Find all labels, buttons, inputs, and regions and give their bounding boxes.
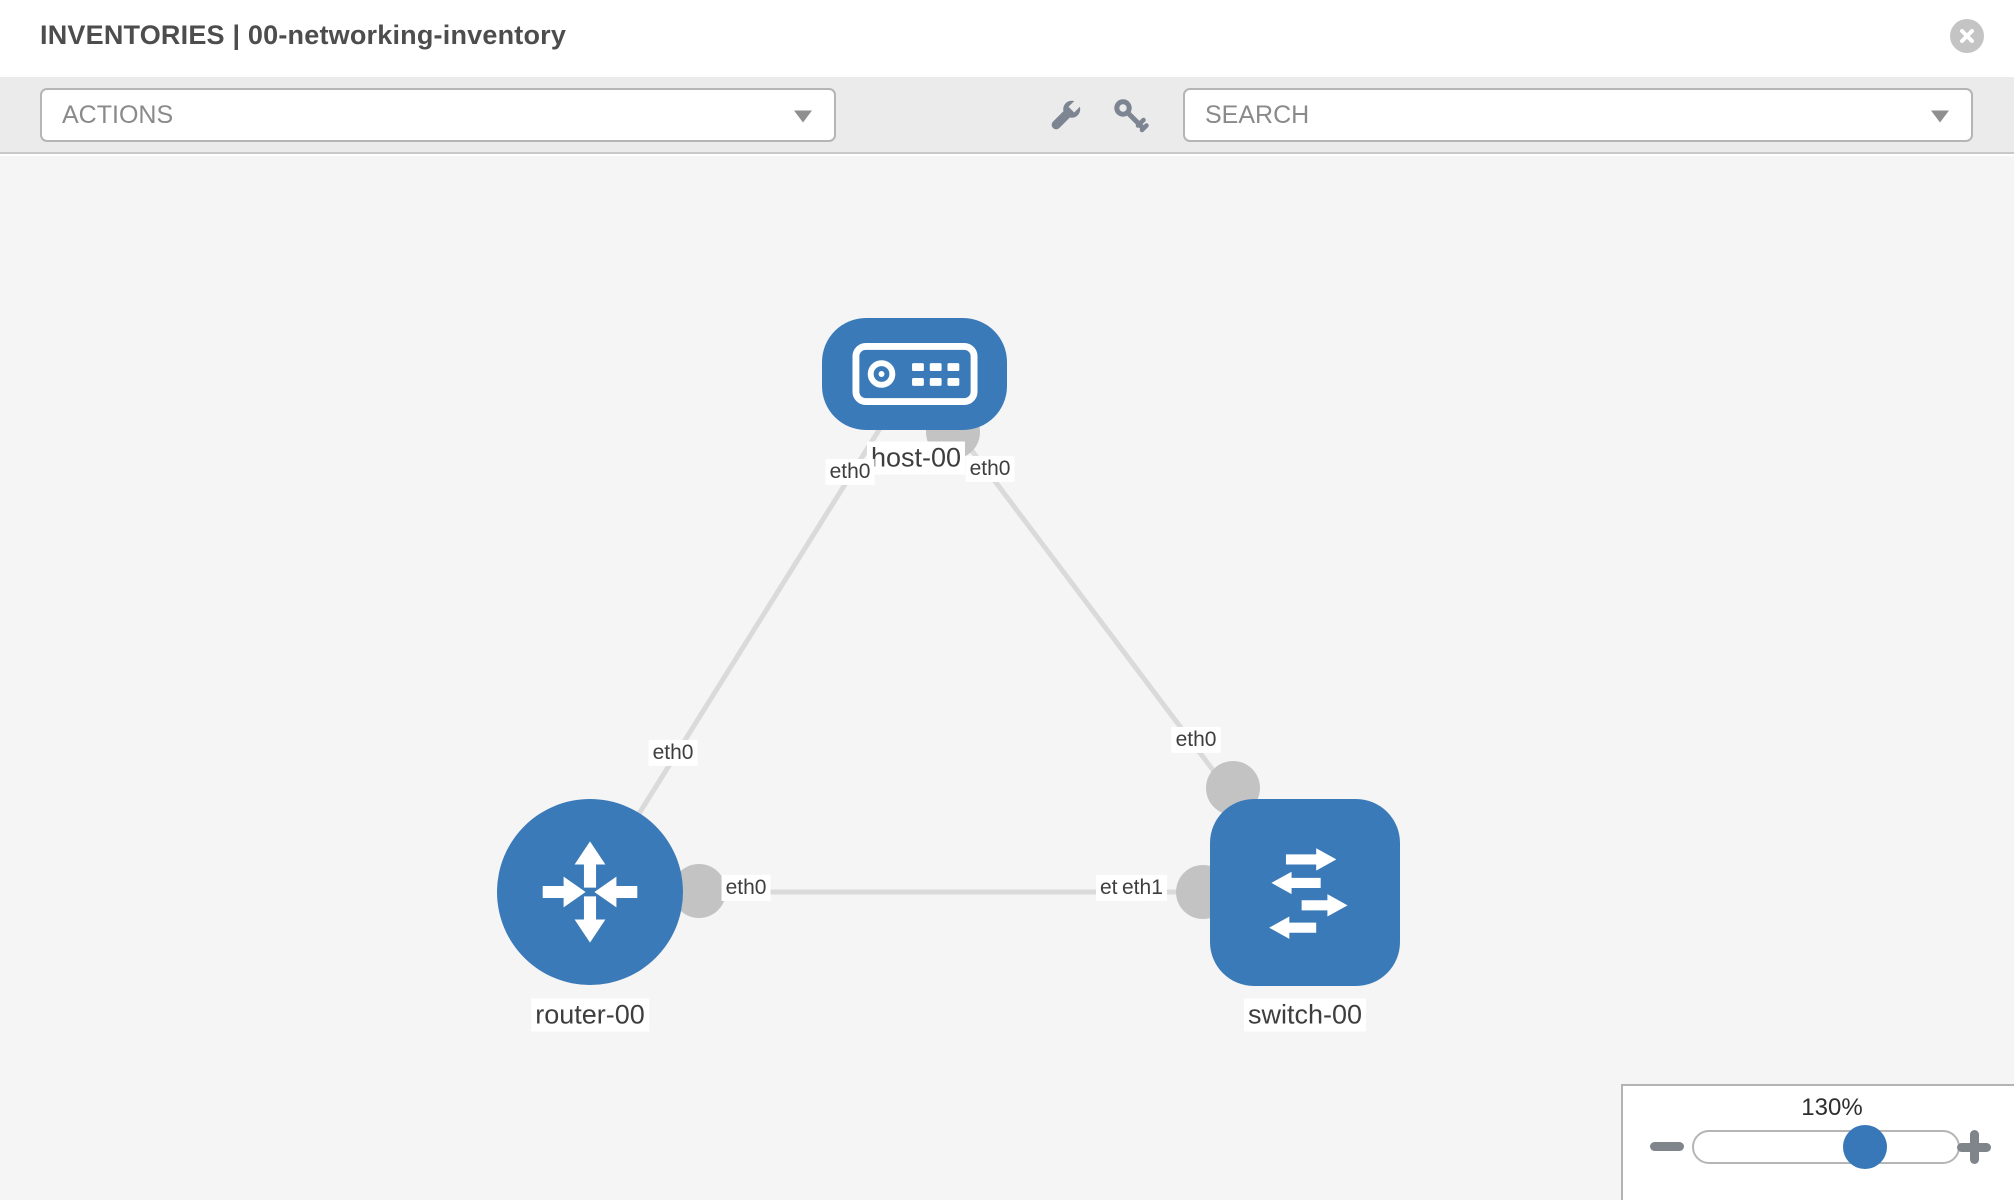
page-title-separator: | [224, 20, 248, 50]
wrench-button[interactable] [1046, 97, 1084, 135]
zoom-slider-knob[interactable] [1843, 1125, 1887, 1169]
iface-label-host-to-router: eth0 [825, 458, 875, 486]
actions-dropdown[interactable]: ACTIONS [40, 88, 836, 142]
zoom-panel: 130% [1621, 1084, 2014, 1200]
iface-label-switch-to-router: eth1 [1118, 874, 1167, 902]
close-button[interactable] [1950, 19, 1984, 53]
header: INVENTORIES | 00-networking-inventory [0, 0, 2014, 77]
search-dropdown-label: SEARCH [1205, 100, 1310, 129]
switch-icon [1269, 847, 1348, 939]
page-title: INVENTORIES | 00-networking-inventory [40, 20, 566, 51]
node-label-switch: switch-00 [1243, 998, 1367, 1032]
node-host-00[interactable] [822, 318, 1007, 430]
page-title-section: INVENTORIES [40, 20, 225, 50]
page-title-inventory-name: 00-networking-inventory [247, 20, 567, 50]
node-router-00[interactable] [497, 799, 683, 985]
node-switch-00[interactable] [1210, 799, 1400, 986]
router-icon [542, 841, 638, 943]
iface-label-host-to-switch: eth0 [965, 455, 1015, 483]
node-label-router: router-00 [531, 998, 649, 1032]
wrench-icon [1051, 99, 1082, 130]
zoom-slider-track[interactable] [1692, 1130, 1960, 1164]
search-dropdown[interactable]: SEARCH [1183, 88, 1973, 142]
topology-canvas[interactable]: host-00 router-00 switch-00 eth0 eth0 et… [0, 156, 2014, 1200]
key-icon [1114, 99, 1149, 133]
zoom-in-button[interactable] [1957, 1130, 1991, 1164]
zoom-level-value: 130% [1801, 1094, 1863, 1121]
chevron-down-icon [1931, 110, 1949, 123]
close-icon [1960, 29, 1974, 43]
connector-dot-router [672, 864, 726, 918]
actions-dropdown-label: ACTIONS [62, 100, 174, 129]
topology-links-layer [587, 372, 1307, 919]
iface-label-router-to-switch: eth0 [721, 874, 771, 902]
host-icon [851, 342, 978, 406]
iface-label-router-to-host: eth0 [648, 739, 698, 767]
chevron-down-icon [794, 110, 812, 123]
node-label-host: host-00 [866, 441, 966, 475]
toolbar: ACTIONS SEARCH [0, 77, 2014, 154]
key-button[interactable] [1112, 97, 1150, 135]
zoom-out-button[interactable] [1650, 1142, 1684, 1151]
iface-label-switch-to-host: eth0 [1171, 726, 1221, 754]
